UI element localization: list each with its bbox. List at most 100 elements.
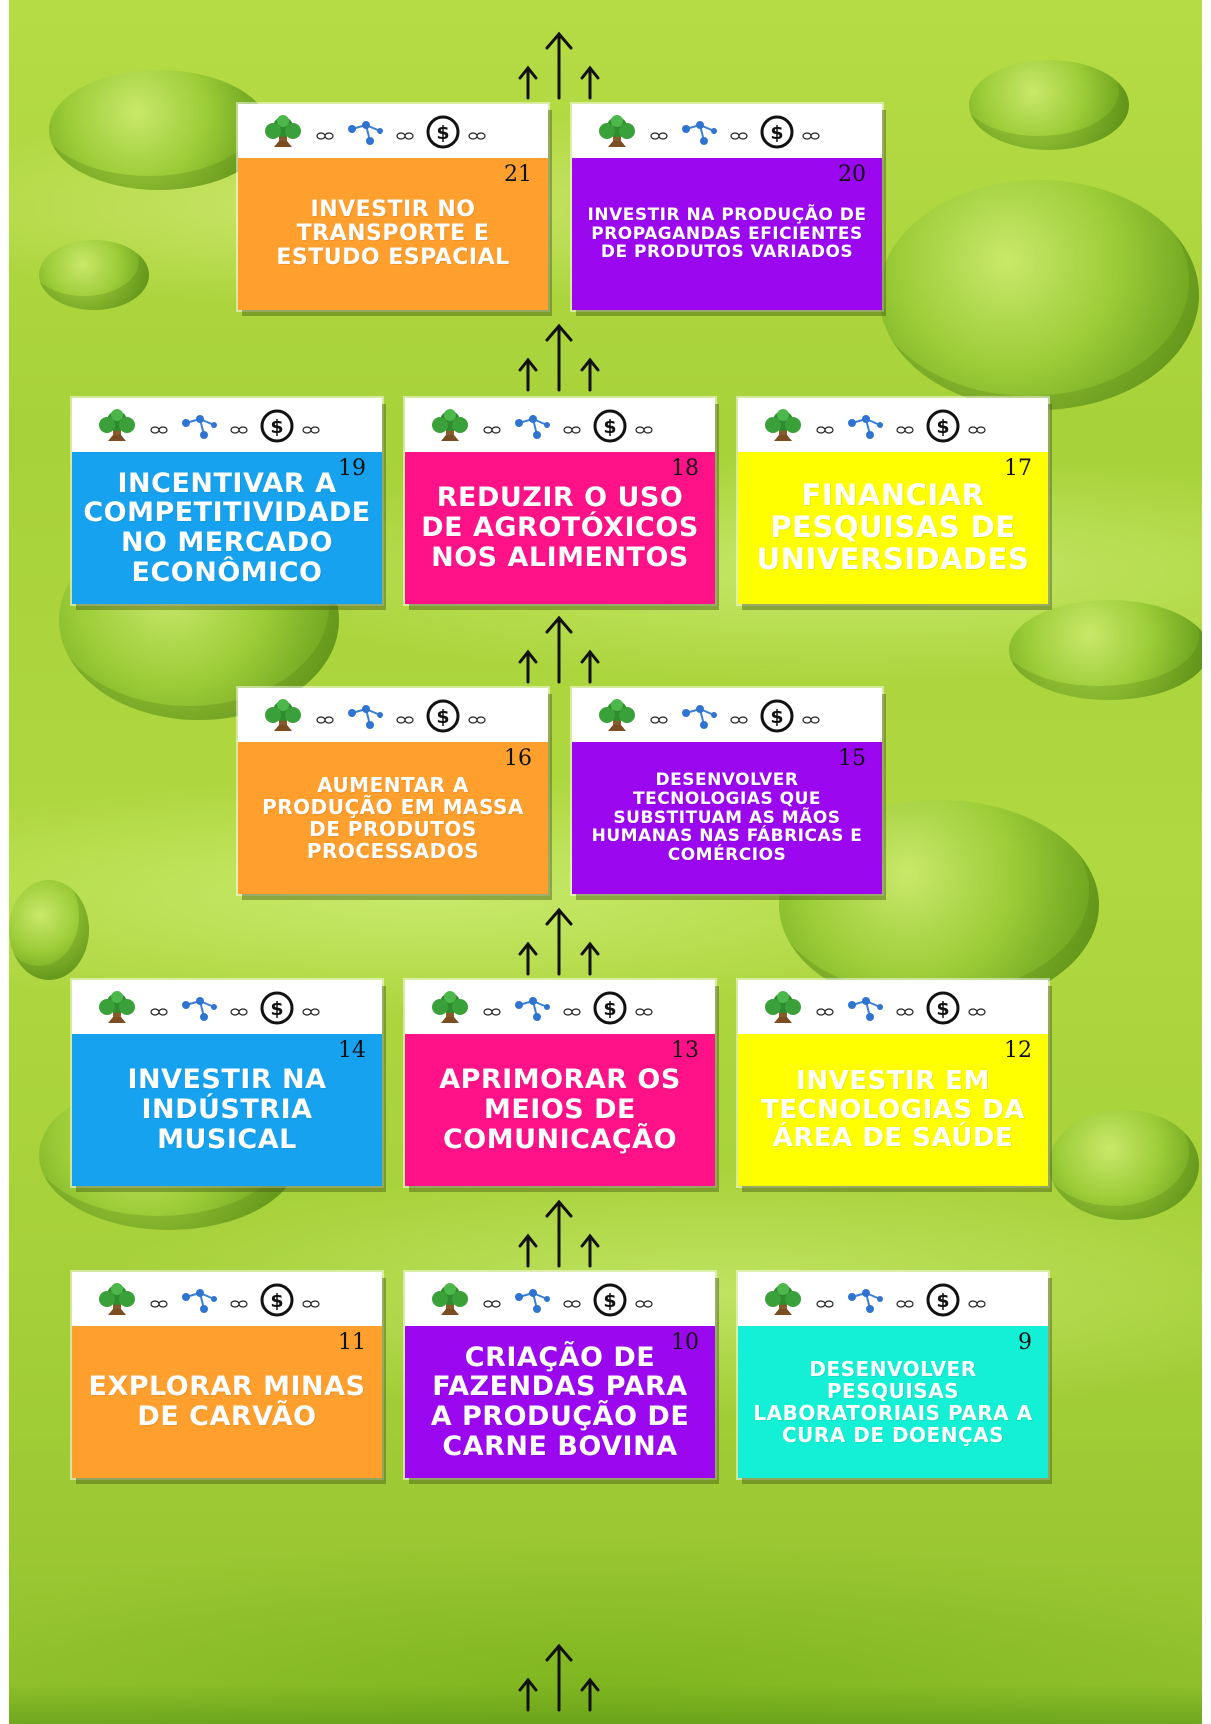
infinity-dots-icon: [302, 1300, 320, 1308]
infinity-dots-icon: [563, 426, 581, 434]
infinity-dots-icon: [635, 426, 653, 434]
card-19[interactable]: $ INCENTIVAR A COMPETITIVIDADE NO MERCAD…: [72, 398, 382, 604]
infinity-dots-icon: [230, 1008, 248, 1016]
up-arrows-icon: [518, 1643, 600, 1712]
card-body: INVESTIR EM TECNOLOGIAS DA ÁREA DE SAÚDE: [738, 1034, 1048, 1186]
bush-decoration: [39, 240, 149, 310]
dollar-coin-icon: $: [760, 115, 794, 149]
infinity-dots-icon: [150, 426, 168, 434]
infinity-dots-icon: [730, 132, 748, 140]
svg-text:$: $: [270, 416, 283, 438]
infinity-dots-icon: [563, 1300, 581, 1308]
infinity-dots-icon: [396, 132, 414, 140]
dollar-coin-icon: $: [593, 991, 627, 1025]
card-icons-bar: $: [738, 1272, 1048, 1326]
svg-text:$: $: [603, 1290, 616, 1312]
bush-decoration: [969, 60, 1129, 150]
card-body: APRIMORAR OS MEIOS DE COMUNICAÇÃO: [405, 1034, 715, 1186]
tree-icon: [599, 115, 635, 147]
card-number: 12: [1004, 1038, 1032, 1063]
card-body: AUMENTAR A PRODUÇÃO EM MASSA DE PRODUTOS…: [238, 742, 548, 894]
card-number: 17: [1004, 456, 1032, 481]
tree-icon: [765, 1283, 801, 1315]
card-number: 14: [338, 1038, 366, 1063]
card-title: DESENVOLVER TECNOLOGIAS QUE SUBSTITUAM A…: [591, 770, 863, 866]
svg-text:$: $: [436, 706, 449, 728]
infinity-dots-icon: [483, 1300, 501, 1308]
tree-icon: [432, 991, 468, 1023]
infinity-dots-icon: [230, 1300, 248, 1308]
infinity-dots-icon: [968, 1300, 986, 1308]
card-title: DESENVOLVER PESQUISAS LABORATORIAIS PARA…: [753, 1357, 1033, 1447]
infinity-dots-icon: [483, 426, 501, 434]
card-body: INVESTIR NA PRODUÇÃO DE PROPAGANDAS EFIC…: [572, 158, 882, 310]
infinity-dots-icon: [316, 132, 334, 140]
infinity-dots-icon: [802, 132, 820, 140]
network-icon: [515, 997, 550, 1021]
network-icon: [348, 705, 383, 729]
card-number: 16: [504, 746, 532, 771]
dollar-coin-icon: $: [760, 699, 794, 733]
card-icons-bar: $: [238, 104, 548, 158]
card-9[interactable]: $ DESENVOLVER PESQUISAS LABORATORIAIS PA…: [738, 1272, 1048, 1478]
card-16[interactable]: $ AUMENTAR A PRODUÇÃO EM MASSA DE PRODUT…: [238, 688, 548, 894]
svg-text:$: $: [270, 1290, 283, 1312]
card-13[interactable]: $ APRIMORAR OS MEIOS DE COMUNICAÇÃO 13: [405, 980, 715, 1186]
card-number: 13: [671, 1038, 699, 1063]
network-icon: [182, 997, 217, 1021]
infinity-dots-icon: [816, 1300, 834, 1308]
network-icon: [682, 705, 717, 729]
tree-icon: [599, 699, 635, 731]
infinity-dots-icon: [635, 1008, 653, 1016]
infinity-dots-icon: [730, 716, 748, 724]
card-icons-bar: $: [738, 980, 1048, 1034]
card-icons-bar: $: [405, 980, 715, 1034]
card-title: REDUZIR O USO DE AGROTÓXICOS NOS ALIMENT…: [421, 482, 699, 573]
infinity-dots-icon: [896, 426, 914, 434]
dollar-coin-icon: $: [926, 409, 960, 443]
infinity-dots-icon: [968, 1008, 986, 1016]
infinity-dots-icon: [816, 426, 834, 434]
infinity-dots-icon: [635, 1300, 653, 1308]
card-body: DESENVOLVER PESQUISAS LABORATORIAIS PARA…: [738, 1326, 1048, 1478]
card-body: REDUZIR O USO DE AGROTÓXICOS NOS ALIMENT…: [405, 452, 715, 604]
card-20[interactable]: $ INVESTIR NA PRODUÇÃO DE PROPAGANDAS EF…: [572, 104, 882, 310]
card-18[interactable]: $ REDUZIR O USO DE AGROTÓXICOS NOS ALIME…: [405, 398, 715, 604]
bush-decoration: [1049, 1110, 1199, 1220]
grass-strip: [9, 1684, 1202, 1724]
dollar-coin-icon: $: [260, 1283, 294, 1317]
tree-icon: [99, 409, 135, 441]
network-icon: [682, 121, 717, 145]
bush-decoration: [49, 70, 269, 190]
card-17[interactable]: $ FINANCIAR PESQUISAS DE UNIVERSIDADES 1…: [738, 398, 1048, 604]
card-body: DESENVOLVER TECNOLOGIAS QUE SUBSTITUAM A…: [572, 742, 882, 894]
infinity-dots-icon: [150, 1300, 168, 1308]
card-title: INVESTIR NO TRANSPORTE E ESTUDO ESPACIAL: [276, 196, 510, 271]
card-title: AUMENTAR A PRODUÇÃO EM MASSA DE PRODUTOS…: [262, 773, 524, 863]
dollar-coin-icon: $: [426, 115, 460, 149]
dollar-coin-icon: $: [926, 991, 960, 1025]
card-11[interactable]: $ EXPLORAR MINAS DE CARVÃO 11: [72, 1272, 382, 1478]
infinity-dots-icon: [816, 1008, 834, 1016]
card-title: INCENTIVAR A COMPETITIVIDADE NO MERCADO …: [83, 467, 371, 588]
infinity-dots-icon: [468, 132, 486, 140]
card-title: INVESTIR NA INDÚSTRIA MUSICAL: [127, 1064, 327, 1155]
network-icon: [848, 1289, 883, 1313]
dollar-coin-icon: $: [426, 699, 460, 733]
network-icon: [515, 415, 550, 439]
card-12[interactable]: $ INVESTIR EM TECNOLOGIAS DA ÁREA DE SAÚ…: [738, 980, 1048, 1186]
dollar-coin-icon: $: [260, 991, 294, 1025]
svg-text:$: $: [936, 416, 949, 438]
tree-icon: [99, 991, 135, 1023]
bush-decoration: [1009, 600, 1202, 700]
card-15[interactable]: $ DESENVOLVER TECNOLOGIAS QUE SUBSTITUAM…: [572, 688, 882, 894]
card-21[interactable]: $ INVESTIR NO TRANSPORTE E ESTUDO ESPACI…: [238, 104, 548, 310]
card-10[interactable]: $ CRIAÇÃO DE FAZENDAS PARA A PRODUÇÃO DE…: [405, 1272, 715, 1478]
card-title: INVESTIR NA PRODUÇÃO DE PROPAGANDAS EFIC…: [587, 204, 867, 263]
card-14[interactable]: $ INVESTIR NA INDÚSTRIA MUSICAL 14: [72, 980, 382, 1186]
infinity-dots-icon: [968, 426, 986, 434]
card-number: 11: [338, 1330, 366, 1355]
tree-icon: [265, 115, 301, 147]
card-title: APRIMORAR OS MEIOS DE COMUNICAÇÃO: [439, 1064, 681, 1155]
card-number: 10: [671, 1330, 699, 1355]
